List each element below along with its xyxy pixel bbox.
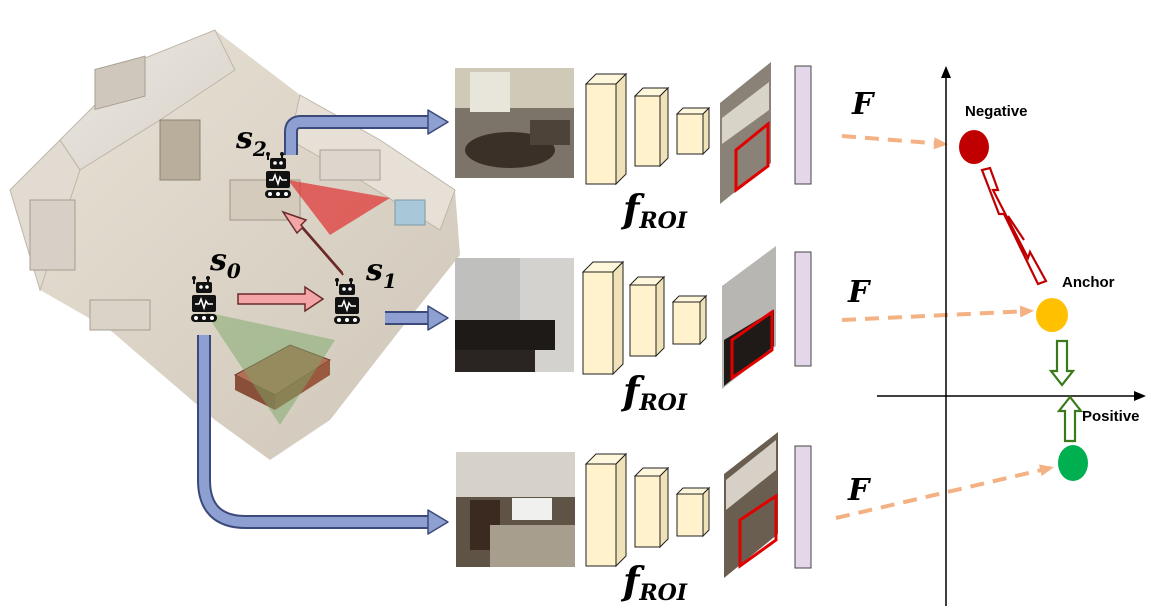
cnn-layer-small [671, 294, 708, 346]
robot-icon-s0 [191, 276, 217, 322]
state-label-s1: s1 [365, 253, 397, 293]
cnn-block-1 [584, 72, 711, 186]
robot-icon-s2 [265, 152, 291, 198]
negative-point [959, 130, 989, 164]
network-label-2: fROI [620, 368, 688, 416]
state-label-s0: s0 [209, 243, 241, 283]
cnn-block-2 [581, 260, 708, 376]
roi-box-1 [734, 120, 770, 193]
state-label-s2: s2 [235, 121, 267, 161]
house-scene [9, 29, 460, 460]
cnn-layer-small [675, 486, 711, 538]
cnn-layer-medium [633, 466, 670, 549]
cnn-layer-large [584, 452, 628, 568]
positive-point [1058, 445, 1088, 481]
cnn-layer-medium [633, 86, 670, 168]
observation-image-s2 [455, 68, 574, 178]
positive-label: Positive [1082, 408, 1140, 425]
feature-symbol-2: F [847, 275, 872, 310]
pull-arrow-positive [1048, 339, 1084, 443]
roi-box-2 [730, 309, 774, 381]
negative-label: Negative [965, 103, 1028, 120]
projection-arrow-negative [841, 134, 948, 150]
cnn-layer-small [675, 106, 711, 156]
feature-vector-1 [794, 65, 812, 185]
feature-vector-3 [794, 445, 812, 569]
push-arrow-negative [980, 166, 1048, 286]
roi-feature-map-3 [724, 432, 778, 578]
cnn-layer-medium [628, 275, 666, 358]
feature-symbol-1: F [851, 87, 876, 122]
cnn-block-3 [584, 452, 711, 568]
move-arrow-s1-s2 [281, 210, 344, 276]
observation-image-s0 [456, 452, 575, 567]
projection-arrow-positive [835, 464, 1054, 520]
roi-box-3 [738, 493, 778, 569]
roi-feature-map-2 [722, 246, 776, 389]
network-label-3: fROI [620, 558, 688, 606]
robot-move-arrows [237, 210, 344, 313]
cnn-layer-large [584, 72, 628, 186]
observation-arrows [197, 109, 449, 535]
feature-vector-2 [794, 251, 812, 367]
feature-symbol-3: F [847, 473, 872, 508]
anchor-point [1036, 298, 1068, 332]
cnn-layer-large [581, 260, 625, 376]
view-cone-s2 [288, 180, 390, 235]
view-cone-s0 [205, 312, 335, 425]
network-label-1: fROI [620, 186, 688, 234]
robot-icon-s1 [334, 278, 360, 324]
observation-image-s1 [455, 258, 574, 372]
anchor-label: Anchor [1062, 274, 1115, 291]
roi-feature-map-1 [720, 62, 771, 204]
move-arrow-s0-s1 [237, 285, 325, 313]
projection-arrow-anchor [841, 305, 1034, 322]
